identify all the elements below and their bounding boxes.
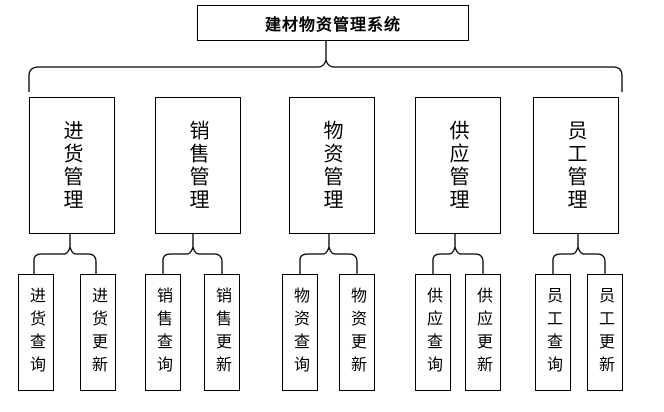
leaf-label: 物资更新 [348,286,367,379]
module-label: 销售管理 [186,119,210,212]
module-purchase: 进货管理 [29,97,115,234]
leaf-purchase-query: 进货查询 [18,274,54,391]
module-label: 物资管理 [320,119,344,212]
module-staff: 员工管理 [533,97,619,234]
module-materials: 物资管理 [289,97,375,234]
module-label: 供应管理 [446,119,470,212]
bracket-1 [33,234,97,274]
root-title: 建材物资管理系统 [264,15,401,34]
leaf-label: 销售查询 [154,286,173,379]
leaf-sales-query: 销售查询 [145,274,181,391]
leaf-supply-query: 供应查询 [415,274,451,391]
leaf-supply-update: 供应更新 [465,274,501,391]
leaf-label: 员工查询 [544,286,563,379]
leaf-label: 供应更新 [474,286,493,379]
module-sales: 销售管理 [155,97,241,234]
leaf-materials-update: 物资更新 [339,274,375,391]
bracket-4 [432,234,484,274]
leaf-label: 进货查询 [27,286,46,379]
leaf-label: 员工更新 [596,286,615,379]
leaf-purchase-update: 进货更新 [80,274,116,391]
module-label: 进货管理 [60,119,84,212]
leaf-sales-update: 销售更新 [204,274,240,391]
leaf-staff-query: 员工查询 [535,274,571,391]
root-brace [28,41,623,92]
bracket-3 [299,234,358,274]
leaf-materials-query: 物资查询 [282,274,318,391]
leaf-label: 供应查询 [424,286,443,379]
leaf-label: 进货更新 [89,286,108,379]
bracket-2 [162,234,223,274]
leaf-staff-update: 员工更新 [587,274,623,391]
leaf-label: 物资查询 [291,286,310,379]
module-supply: 供应管理 [415,97,501,234]
root-node: 建材物资管理系统 [197,5,469,41]
bracket-5 [552,234,606,274]
module-label: 员工管理 [564,119,588,212]
leaf-label: 销售更新 [213,286,232,379]
